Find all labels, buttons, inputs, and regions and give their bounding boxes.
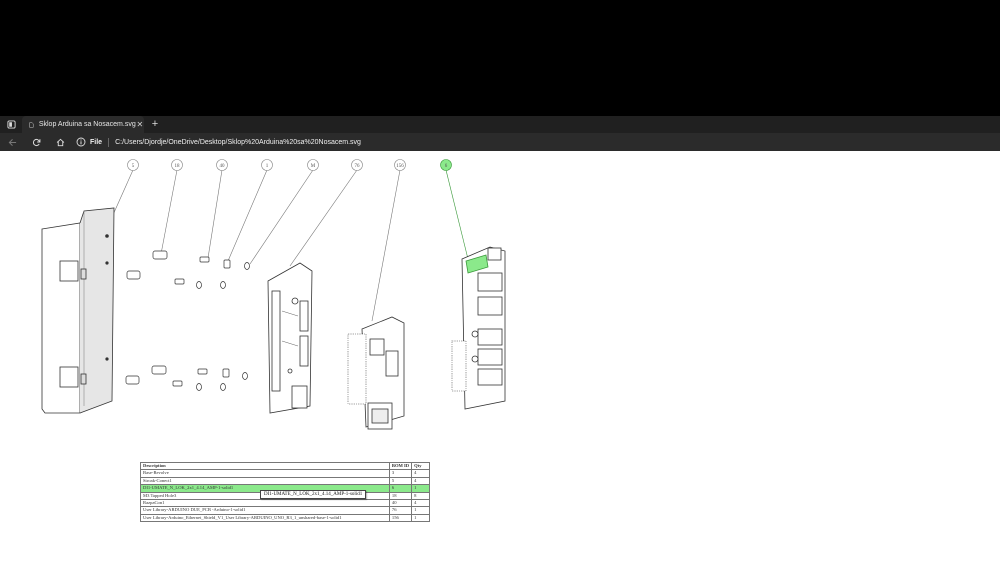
back-button[interactable] <box>0 133 24 151</box>
svg-text:40: 40 <box>220 164 226 169</box>
highlighted-connector <box>465 254 489 274</box>
balloon-18[interactable]: 18 <box>171 159 183 171</box>
tab-close-icon[interactable]: ✕ <box>136 120 144 129</box>
balloon-1[interactable]: 1 <box>261 159 273 171</box>
balloon-156[interactable]: 156 <box>394 159 406 171</box>
back-arrow-icon <box>8 138 16 146</box>
connector-board[interactable] <box>451 246 506 410</box>
balloon-6-highlighted[interactable]: 6 <box>440 159 452 171</box>
svg-viewport: 5 18 40 1 M 76 156 6 <box>0 151 1000 563</box>
tab-title: Sklop Arduina sa Nosacem.svg <box>38 121 136 128</box>
balloon-5[interactable]: 5 <box>127 159 139 171</box>
leader-lines <box>103 169 469 322</box>
arduino-due-board[interactable] <box>267 262 313 414</box>
table-row[interactable]: User Library-Arduino_Ethernet_Shield_V1_… <box>140 513 430 523</box>
svg-text:5: 5 <box>132 164 135 169</box>
omnibox-divider <box>108 137 110 147</box>
address-bar: File C:/Users/Djordje/OneDrive/Desktop/S… <box>0 133 1000 151</box>
refresh-icon <box>32 138 40 146</box>
bom-header-row: Description BOM ID Qty <box>140 461 430 471</box>
tab-active[interactable]: Sklop Arduina sa Nosacem.svg ✕ <box>22 116 144 133</box>
tab-bar: Sklop Arduina sa Nosacem.svg ✕ + <box>0 116 1000 133</box>
address-text[interactable]: C:/Users/Djordje/OneDrive/Desktop/Sklop%… <box>115 138 361 146</box>
hover-tooltip: DI1-UMATE_N_LOK_2x1_4.14_AMP-1-solid1 <box>260 490 367 499</box>
svg-text:1: 1 <box>266 164 269 169</box>
black-letterbox-top <box>0 0 1000 116</box>
svg-text:76: 76 <box>355 164 361 169</box>
balloon-m[interactable]: M <box>307 159 319 171</box>
svg-text:156: 156 <box>396 164 404 169</box>
standoffs-and-screws[interactable] <box>125 250 250 391</box>
new-tab-button[interactable]: + <box>151 118 159 130</box>
omnibox[interactable]: File C:/Users/Djordje/OneDrive/Desktop/S… <box>76 135 361 149</box>
info-icon[interactable] <box>76 137 86 147</box>
header-bom-id: BOM ID <box>388 461 413 471</box>
scheme-label: File <box>90 138 103 146</box>
table-row[interactable]: User Library-ARDUINO DUE_PCB -Arduino-1-… <box>140 506 430 515</box>
svg-text:18: 18 <box>175 164 181 169</box>
balloon-76[interactable]: 76 <box>351 159 363 171</box>
tab-actions-icon[interactable] <box>0 116 22 133</box>
svg-text:M: M <box>311 164 316 169</box>
header-qty: Qty <box>411 461 430 471</box>
svg-text:6: 6 <box>445 164 448 169</box>
refresh-button[interactable] <box>24 133 48 151</box>
balloon-40[interactable]: 40 <box>216 159 228 171</box>
ethernet-shield[interactable] <box>347 316 405 430</box>
exploded-assembly-drawing: 5 18 40 1 M 76 156 6 <box>41 159 506 430</box>
header-description: Description <box>140 461 390 471</box>
home-button[interactable] <box>48 133 72 151</box>
home-icon <box>56 138 64 146</box>
file-icon <box>29 121 34 128</box>
mounting-bracket[interactable] <box>41 207 115 414</box>
